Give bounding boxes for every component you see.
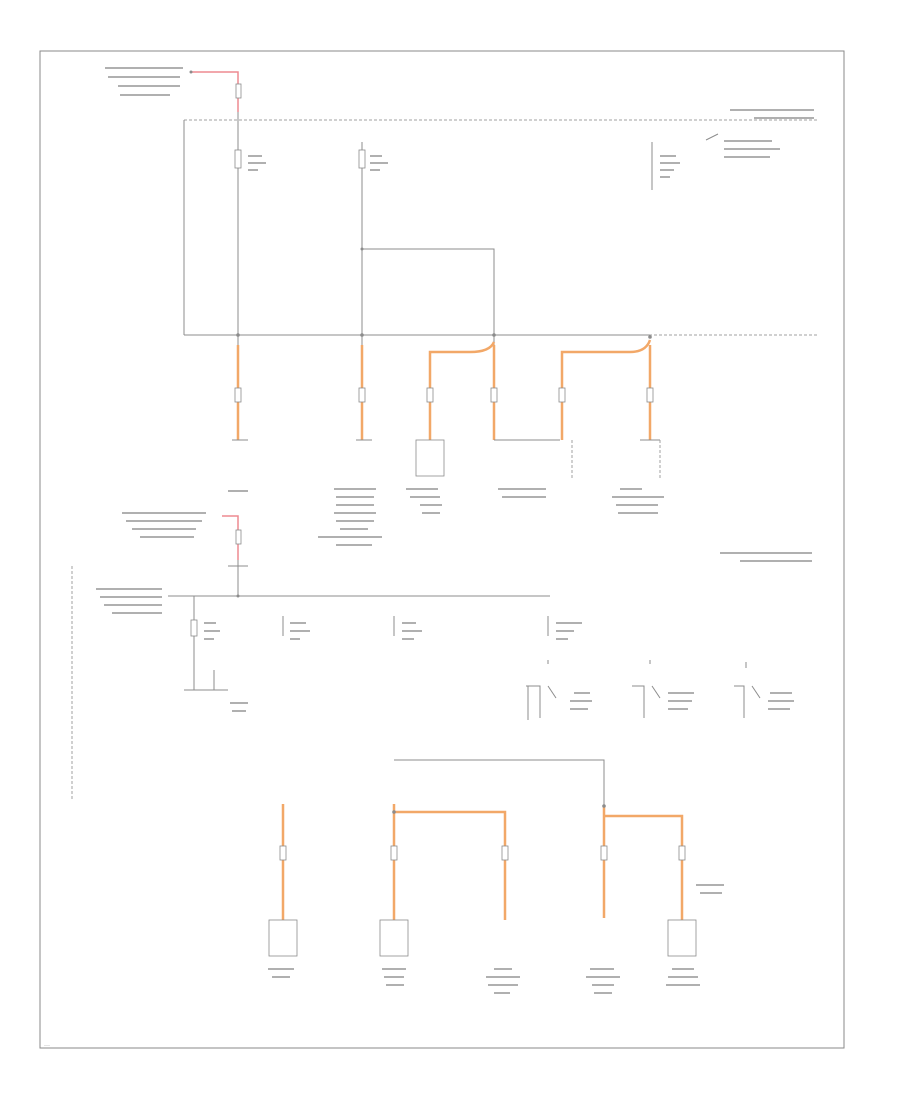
connector-3 [426,387,434,403]
label-component-b1 [268,968,294,978]
label-switch-top-right [724,140,780,158]
upper-power-distribution [105,67,818,546]
connector-b3 [501,845,509,861]
connector-b2 [390,845,398,861]
branch-wire-to-relay [362,248,495,345]
splice-node [602,804,606,808]
label-fuse-box-middle-right [720,552,812,562]
label-battery-source-middle [122,512,206,538]
label-relay-center [498,488,546,498]
wire-branch-b3 [394,810,507,920]
switch-1 [526,660,592,720]
instrument-cluster-component [415,439,445,477]
fusible-link-middle [235,529,242,545]
label-component-b3 [486,968,520,994]
output-wire-relay-b [560,339,652,440]
splice-node [189,70,193,74]
fuse-2 [358,149,366,169]
component-b5 [667,919,697,957]
switch-3 [734,662,794,718]
connector-b1 [279,845,287,861]
fuse-a [190,619,198,637]
connector-4 [490,387,498,403]
battery-feed-wire-top [192,71,239,112]
battery-feed-wire-middle [222,515,239,560]
connector-1 [234,387,242,403]
middle-power-distribution [71,512,812,800]
label-component-b2 [382,968,406,986]
switch-contact-top [705,133,719,141]
output-wire-cluster [428,341,496,440]
connector-b4 [600,845,608,861]
label-fuse-3 [660,155,680,178]
label-ground-1 [228,490,248,492]
component-b1 [268,919,298,957]
connector-6 [646,387,654,403]
splice-node [236,594,240,598]
lower-feed-wire [394,759,605,806]
label-wire-b5 [696,884,724,894]
label-component-b4 [586,968,620,994]
wire-branch-b5 [604,814,684,920]
diagram-frame [39,50,845,1049]
splice-node [360,247,364,251]
connector-5 [558,387,566,403]
label-fuse-b [290,622,310,640]
label-control-module [612,488,664,514]
connector-b5 [678,845,686,861]
footer-code: ······ [44,1044,50,1048]
label-fuse-1 [248,155,266,171]
splice-node [392,810,396,814]
label-fuse-2 [370,155,388,171]
label-battery-source-top [105,67,183,96]
connector-2 [358,387,366,403]
lower-circuit [268,759,724,994]
label-component-b5 [666,968,700,986]
switch-2 [632,660,694,718]
label-module-2 [318,488,382,546]
fusible-link-top [235,83,242,99]
splice-node [648,335,652,339]
label-fuse-c [402,622,422,640]
component-b2 [379,919,409,957]
fuse-1 [234,149,242,169]
label-fuse-d [556,622,582,640]
label-fuse-a [204,622,248,712]
label-instrument-cluster [406,488,442,514]
label-fuse-box-top-right [730,109,814,119]
label-ignition-switch [96,588,162,614]
